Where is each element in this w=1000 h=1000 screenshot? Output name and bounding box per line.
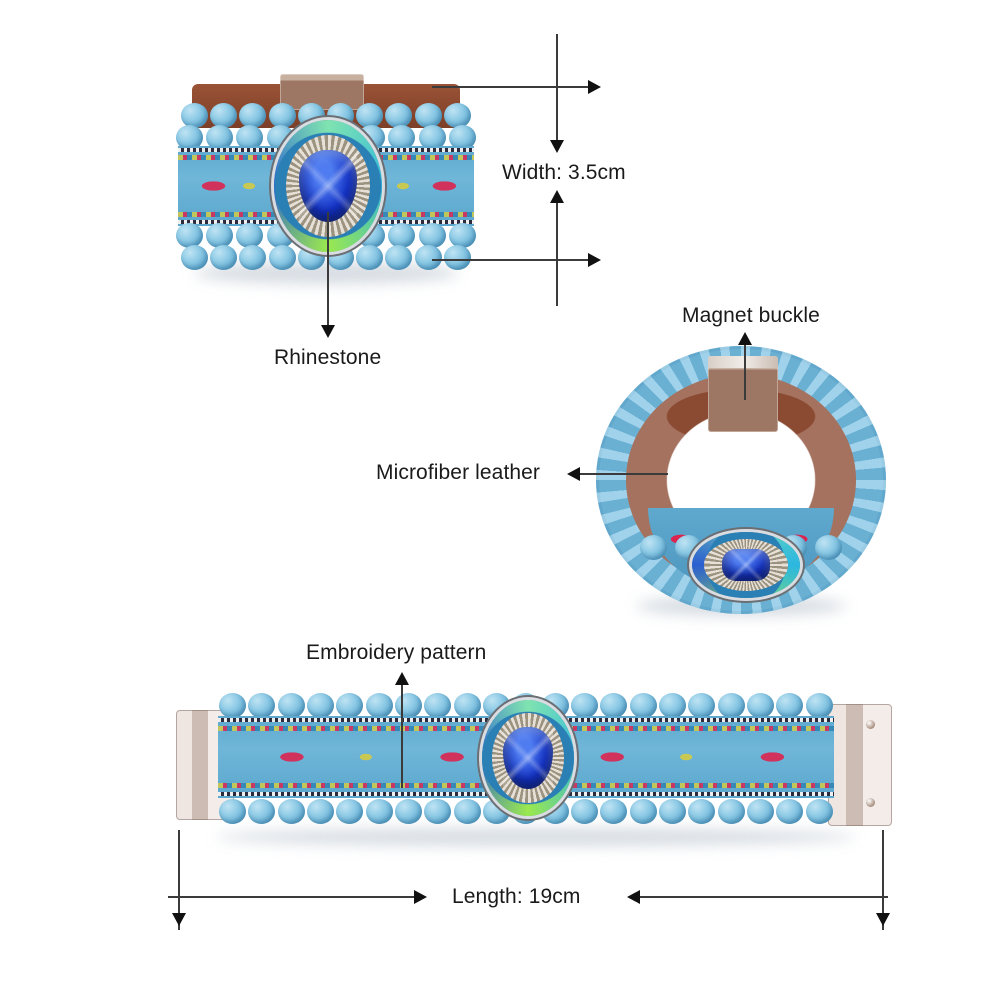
- pom-pom: [418, 222, 446, 248]
- length-dimension-line-left: [168, 896, 416, 898]
- pom-pom: [277, 692, 305, 718]
- rhinestone-leader-line: [327, 212, 329, 328]
- pom-pom: [336, 798, 364, 824]
- length-extension-arrow-right: [876, 913, 890, 926]
- blue-teardrop-gem: [298, 150, 358, 222]
- pom-pom: [206, 222, 234, 248]
- flat-gem-medallion: [482, 700, 574, 816]
- side-clasp-highlight: [708, 356, 778, 368]
- microfiber-leather-leader-line: [580, 473, 668, 475]
- pom-pom: [424, 692, 452, 718]
- length-arrow-right: [414, 890, 427, 904]
- blue-gem: [722, 549, 770, 581]
- rhinestone-arrow: [321, 325, 335, 338]
- front-view-bracelet: [175, 62, 477, 290]
- pom-pom: [571, 798, 599, 824]
- width-arrow-right-top: [588, 80, 601, 94]
- pom-pom: [688, 798, 716, 824]
- pom-pom: [600, 692, 628, 718]
- embroidery-pattern-leader-line: [401, 678, 403, 788]
- pom-pom: [181, 244, 209, 270]
- pom-pom: [629, 692, 657, 718]
- pom-pom: [236, 222, 264, 248]
- width-dimension-line-lower: [556, 196, 558, 306]
- pom-pom: [688, 692, 716, 718]
- clasp-rivet: [866, 798, 875, 807]
- pom-pom: [424, 798, 452, 824]
- pom-pom: [717, 798, 745, 824]
- magnet-buckle-arrow: [738, 332, 752, 345]
- pom-pom: [388, 222, 416, 248]
- pom-pom: [776, 798, 804, 824]
- microfiber-leather-arrow: [567, 467, 580, 481]
- width-label: Width: 3.5cm: [502, 161, 626, 184]
- pom-pom: [307, 692, 335, 718]
- pom-pom: [443, 244, 471, 270]
- pom-pom: [453, 692, 481, 718]
- clasp-rivet: [866, 720, 875, 729]
- width-dimension-line-upper: [556, 34, 558, 144]
- pom-pom: [395, 798, 423, 824]
- length-extension-arrow-left: [172, 913, 186, 926]
- length-extension-line-right: [882, 830, 884, 930]
- rhinestone-label: Rhinestone: [274, 346, 382, 369]
- pom-pom: [365, 692, 393, 718]
- pom-pom: [659, 692, 687, 718]
- pom-pom: [175, 222, 203, 248]
- flat-clasp-right: [828, 704, 892, 826]
- length-dimension-line-right: [640, 896, 888, 898]
- length-arrow-left: [627, 890, 640, 904]
- side-magnet-clasp: [708, 356, 778, 432]
- pom-pom: [336, 692, 364, 718]
- pom-pom: [453, 798, 481, 824]
- width-arrow-right-bottom: [588, 253, 601, 267]
- side-view-bracelet: [596, 338, 886, 623]
- magnet-buckle-label: Magnet buckle: [682, 304, 820, 327]
- length-label: Length: 19cm: [452, 885, 581, 908]
- pom-pom: [365, 798, 393, 824]
- pom-pom: [248, 798, 276, 824]
- pom-pom: [717, 692, 745, 718]
- pom-pom: [248, 692, 276, 718]
- side-gem-medallion: [692, 532, 800, 598]
- flat-view-bracelet: [176, 686, 892, 846]
- pom-pom: [747, 798, 775, 824]
- pom-pom: [600, 798, 628, 824]
- width-extension-line-bottom: [432, 259, 590, 261]
- microfiber-leather-label: Microfiber leather: [376, 461, 541, 484]
- front-magnet-clasp: [280, 74, 364, 110]
- width-arrow-up: [550, 190, 564, 203]
- pom-pom: [277, 798, 305, 824]
- pom-pom: [571, 692, 599, 718]
- pom-pom: [659, 798, 687, 824]
- pom-pom: [395, 692, 423, 718]
- pom-pom: [747, 692, 775, 718]
- length-extension-line-left: [178, 830, 180, 930]
- pom-pom: [776, 692, 804, 718]
- width-arrow-down: [550, 140, 564, 153]
- pom-pom: [449, 222, 477, 248]
- embroidery-pattern-arrow: [395, 672, 409, 685]
- flat-view-shadow: [216, 828, 856, 846]
- pom-pom: [629, 798, 657, 824]
- blue-teardrop-gem: [503, 726, 553, 790]
- magnet-buckle-leader-line: [744, 338, 746, 400]
- width-extension-line-top: [432, 86, 590, 88]
- embroidery-pattern-label: Embroidery pattern: [306, 641, 487, 664]
- pom-pom: [307, 798, 335, 824]
